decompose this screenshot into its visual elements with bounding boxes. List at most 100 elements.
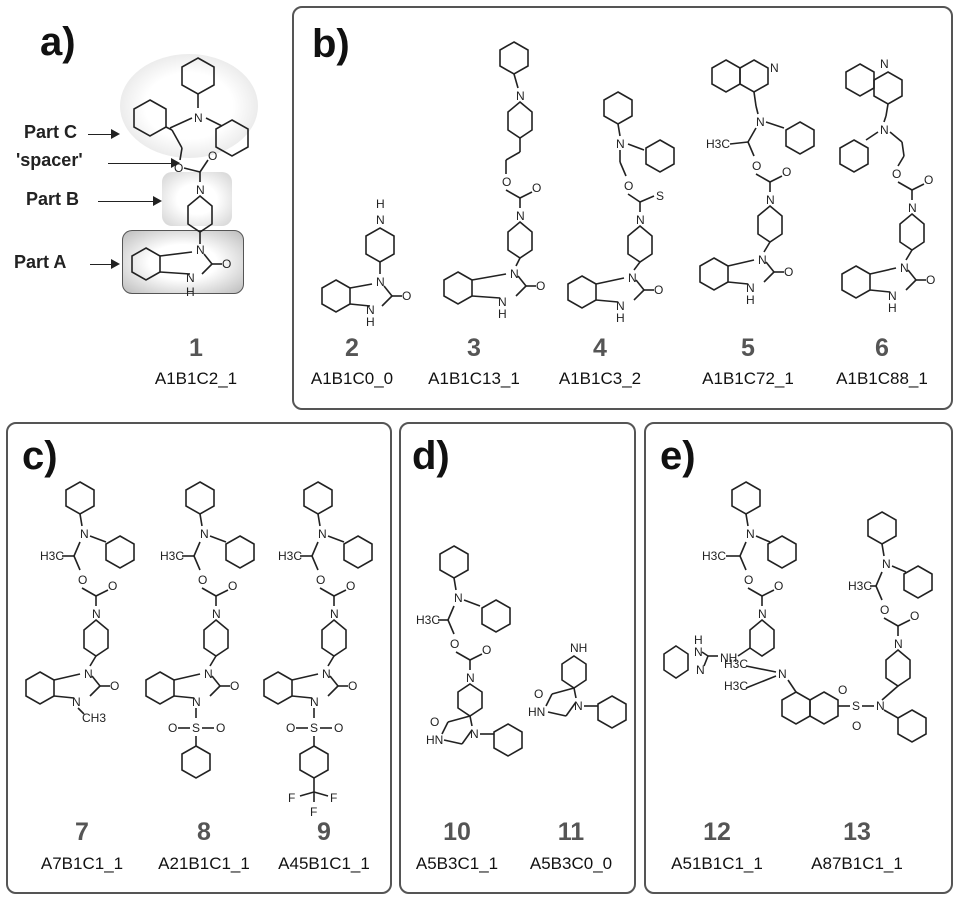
atom-label: N	[310, 695, 319, 709]
atom-label: N	[212, 607, 221, 621]
atom-label: N	[696, 663, 705, 677]
atom-label: N	[196, 243, 205, 257]
atom-label: S	[192, 721, 200, 735]
atom-label: N	[454, 591, 463, 605]
compound-8-structure: N H3C O O N N O N O S O	[145, 481, 255, 779]
atom-label: N	[766, 193, 775, 207]
atom-label: N	[888, 289, 897, 303]
atom-label: S	[656, 189, 664, 203]
compound-number: 6	[875, 334, 889, 362]
atom-label: CH3	[82, 711, 106, 725]
compound-1-structure: N O O N N O N H	[131, 57, 249, 299]
part-c-highlight	[120, 54, 258, 158]
atom-label: N	[694, 645, 703, 659]
atom-label: N	[758, 253, 767, 267]
atom-label: O	[316, 573, 325, 587]
spacer-arrow	[108, 158, 180, 168]
compound-3-structure: N O O N N O N H	[443, 41, 545, 321]
compound-number: 12	[703, 818, 731, 846]
atom-label: N	[84, 667, 93, 681]
compound-2-structure: H N N O N H	[321, 197, 411, 329]
atom-label: O	[774, 579, 783, 593]
atom-label: H	[376, 197, 385, 211]
compound-number: 5	[741, 334, 755, 362]
compound-number: 13	[843, 818, 871, 846]
compound-4-structure: N O S N N O N H	[567, 91, 675, 325]
atom-label: O	[222, 257, 231, 271]
atom-label: O	[198, 573, 207, 587]
atom-label: N	[192, 695, 201, 709]
atom-label: O	[532, 181, 541, 195]
atom-label: O	[482, 643, 491, 657]
atom-label: N	[628, 271, 637, 285]
atom-label: O	[108, 579, 117, 593]
compound-number: 8	[197, 818, 211, 846]
atom-label: O	[208, 149, 217, 163]
atom-label: N	[194, 111, 203, 125]
atom-label: O	[892, 167, 901, 181]
atom-label: H	[498, 307, 507, 321]
atom-label: N	[900, 261, 909, 275]
atom-label: N	[876, 699, 885, 713]
panel-b-frame	[292, 6, 953, 410]
atom-label: N	[322, 667, 331, 681]
atom-label: O	[910, 609, 919, 623]
panel-b-label: b)	[312, 22, 350, 66]
atom-label: N	[470, 727, 479, 741]
compound-number: 4	[593, 334, 607, 362]
atom-label: H3C	[278, 549, 302, 563]
compound-code: A21B1C1_1	[158, 854, 250, 873]
atom-label: O	[838, 683, 847, 697]
atom-label: N	[746, 281, 755, 295]
compound-number: 7	[75, 818, 89, 846]
atom-label: O	[752, 159, 761, 173]
atom-label: N	[616, 137, 625, 151]
atom-label: N	[466, 671, 475, 685]
atom-label: O	[402, 289, 411, 303]
atom-label: N	[196, 183, 205, 197]
atom-label: N	[894, 637, 903, 651]
atom-label: F	[330, 791, 337, 805]
atom-label: N	[200, 527, 209, 541]
atom-label: N	[756, 115, 765, 129]
atom-label: S	[310, 721, 318, 735]
atom-label: O	[502, 175, 511, 189]
compound-code: A7B1C1_1	[40, 854, 124, 873]
atom-label: O	[744, 573, 753, 587]
part-a-arrow	[90, 259, 120, 269]
atom-label: H	[694, 633, 703, 647]
atom-label: O	[926, 273, 935, 287]
atom-label: N	[880, 123, 889, 137]
atom-label: N	[770, 61, 779, 75]
atom-label: O	[78, 573, 87, 587]
compound-number: 10	[443, 818, 471, 846]
part-c-arrow	[88, 129, 120, 139]
compound-7-structure: N H3C O O N N O N CH3	[25, 481, 135, 725]
atom-label: H3C	[848, 579, 872, 593]
compound-code: A1B1C13_1	[428, 369, 520, 388]
atom-label: N	[498, 295, 507, 309]
atom-label: N	[376, 275, 385, 289]
atom-label: H3C	[706, 137, 730, 151]
atom-label: N	[366, 303, 375, 317]
atom-label: O	[230, 679, 239, 693]
atom-label: O	[450, 637, 459, 651]
atom-label: N	[510, 267, 519, 281]
compound-code: A1B1C2_1	[154, 369, 238, 388]
compound-13-structure: N H3C O O N N S O O N H3C H3C	[724, 511, 933, 743]
panel-c-label: c)	[22, 434, 58, 478]
atom-label: N	[376, 213, 385, 227]
atom-label: S	[852, 699, 860, 713]
atom-label: O	[334, 721, 343, 735]
atom-label: HN	[426, 733, 443, 747]
atom-label: N	[636, 213, 645, 227]
compound-code: A5B3C1_1	[415, 854, 499, 873]
atom-label: HN	[528, 705, 545, 719]
compound-code: A1B1C0_0	[310, 369, 394, 388]
atom-label: H3C	[724, 679, 748, 693]
atom-label: N	[778, 667, 787, 681]
atom-label: N	[746, 527, 755, 541]
compound-code: A5B3C0_0	[529, 854, 613, 873]
atom-label: N	[92, 607, 101, 621]
atom-label: H3C	[416, 613, 440, 627]
